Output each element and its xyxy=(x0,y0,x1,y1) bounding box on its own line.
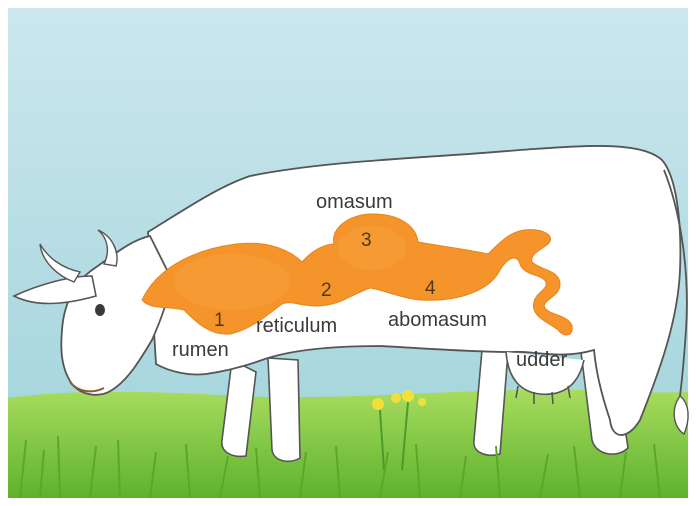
number-omasum: 3 xyxy=(361,230,372,251)
grass-background xyxy=(8,390,688,498)
number-reticulum: 2 xyxy=(321,280,332,301)
label-reticulum: reticulum xyxy=(256,315,337,337)
number-abomasum: 4 xyxy=(425,278,436,299)
label-abomasum: abomasum xyxy=(388,309,487,331)
label-omasum: omasum xyxy=(316,191,393,213)
label-udder: udder xyxy=(516,349,567,371)
label-rumen: rumen xyxy=(172,339,229,361)
number-rumen: 1 xyxy=(214,310,225,331)
cow-eye xyxy=(95,304,105,316)
